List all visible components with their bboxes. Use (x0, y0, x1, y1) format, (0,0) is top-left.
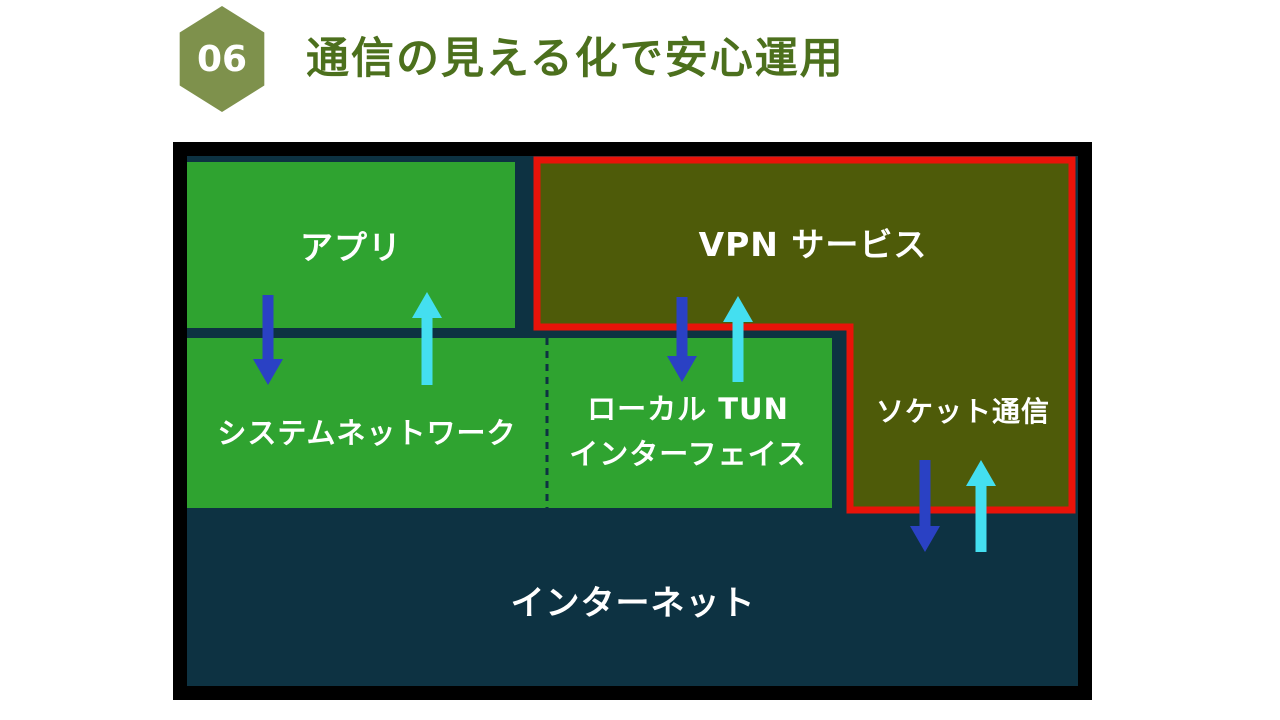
local-tun-label-line1: ローカル TUN (587, 392, 789, 426)
up-arrow-icon (412, 292, 442, 385)
system-network-band (187, 338, 832, 508)
socket-communication-label: ソケット通信 (875, 395, 1051, 428)
system-network-label: システムネットワーク (217, 416, 517, 450)
local-tun-label: ローカル TUN インターフェイス (569, 387, 806, 477)
badge-number: 06 (196, 38, 248, 80)
down-arrow-icon (910, 460, 940, 552)
diagram-shapes (253, 156, 1076, 552)
internet-label: インターネット (510, 583, 756, 624)
section-number-badge: 06 (179, 6, 265, 112)
down-arrow-icon (253, 295, 283, 385)
up-arrow-icon (723, 296, 753, 382)
app-box-label: アプリ (300, 228, 402, 267)
up-arrow-icon (966, 460, 996, 552)
app-box (187, 162, 515, 328)
local-tun-label-line2: インターフェイス (569, 437, 807, 471)
vpn-service-region (533, 156, 1076, 514)
network-diagram: アプリ VPN サービス システムネットワーク ローカル TUN インターフェイ… (173, 142, 1092, 700)
down-arrow-icon (667, 297, 697, 382)
vpn-service-label: VPN サービス (698, 225, 928, 264)
page-title: 通信の見える化で安心運用 (306, 34, 845, 84)
